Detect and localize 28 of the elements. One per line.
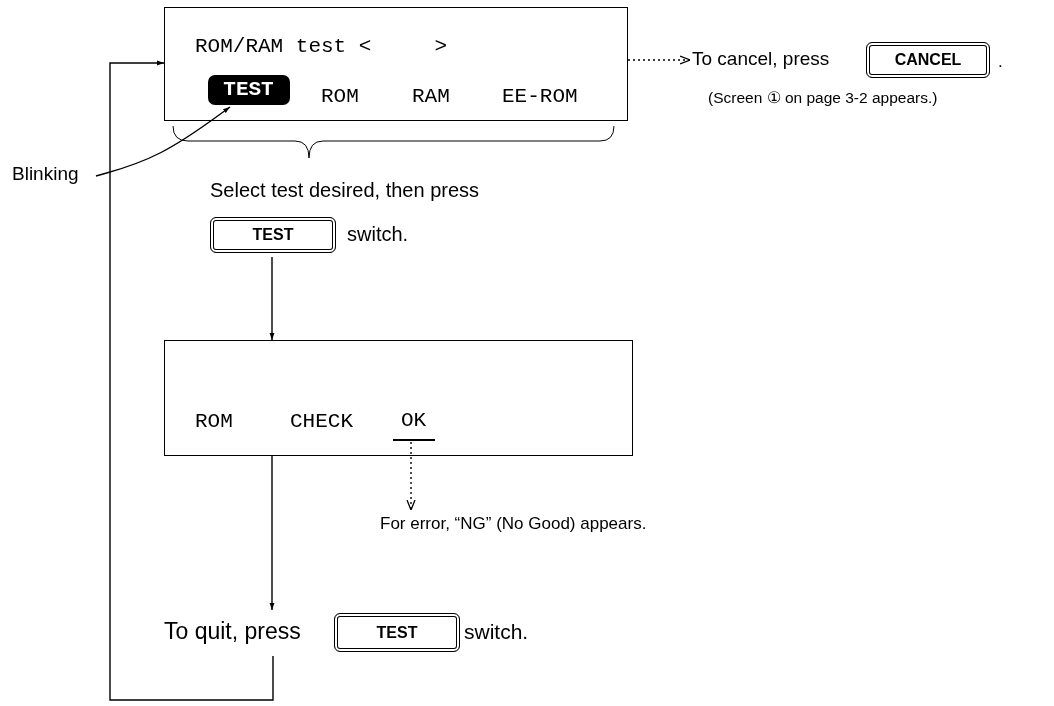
screen-text: EE-ROM bbox=[502, 86, 578, 107]
arrow bbox=[109, 60, 274, 701]
cancel-key: CANCEL bbox=[866, 42, 990, 78]
screen-text: ROM/RAM test < > bbox=[195, 36, 448, 57]
instruction-text: switch. bbox=[347, 222, 409, 246]
instruction-text: To quit, press bbox=[164, 618, 326, 648]
display-screen bbox=[164, 340, 633, 456]
arrow bbox=[269, 256, 275, 341]
instruction-text: . bbox=[998, 52, 1003, 73]
screen-text: ROM bbox=[321, 86, 359, 107]
arrow bbox=[269, 455, 275, 611]
test-key: TEST bbox=[210, 217, 336, 253]
screen-text: CHECK bbox=[290, 411, 353, 432]
instruction-text: Select test desired, then press bbox=[210, 178, 480, 202]
blinking-menu-item: TEST bbox=[207, 74, 290, 105]
display-screen bbox=[164, 7, 628, 121]
test-key: TEST bbox=[334, 613, 460, 652]
note-text: (Screen ① on page 3-2 appears.) bbox=[708, 89, 938, 108]
callout-text: Blinking bbox=[12, 163, 96, 189]
instruction-text: To cancel, press bbox=[692, 48, 862, 72]
dotted-arrow bbox=[406, 441, 416, 511]
instruction-text: switch. bbox=[464, 619, 529, 645]
screen-text: ROM bbox=[195, 411, 233, 432]
arrow bbox=[95, 106, 231, 177]
status-text: OK bbox=[392, 409, 435, 441]
dotted-arrow bbox=[627, 55, 691, 65]
screen-text: RAM bbox=[412, 86, 450, 107]
note-text: For error, “NG” (No Good) appears. bbox=[380, 514, 770, 540]
